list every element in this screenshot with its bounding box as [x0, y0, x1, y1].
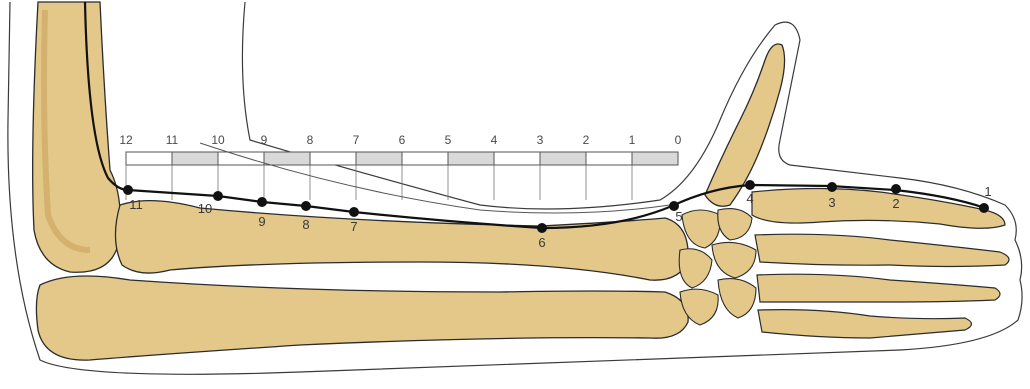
scale-cell: [402, 152, 448, 165]
scale-number: 5: [445, 133, 452, 147]
scale-number: 6: [399, 133, 406, 147]
carpal-bones: [679, 209, 756, 325]
scale-cell: [540, 152, 586, 165]
acupoint-label: 11: [129, 197, 143, 212]
acupoint-marker: [301, 201, 311, 211]
scale-cell: [586, 152, 632, 165]
acupoint-label: 8: [302, 217, 309, 232]
scale-cell: [218, 152, 264, 165]
acupoint-marker: [213, 191, 223, 201]
acupoint-marker: [123, 185, 133, 195]
scale-cell: [310, 152, 356, 165]
scale-number: 2: [583, 133, 590, 147]
acupoint-label: 3: [828, 195, 835, 210]
scale-cell: [632, 152, 678, 165]
finger-bones: [752, 189, 1009, 339]
scale-number: 9: [261, 133, 268, 147]
acupoint-marker: [349, 207, 359, 217]
scale-number: 0: [675, 133, 682, 147]
scale-number: 4: [491, 133, 498, 147]
acupoint-marker: [745, 180, 755, 190]
acupoint-label: 2: [892, 196, 899, 211]
acupoint-marker: [257, 197, 267, 207]
acupoint-label: 6: [538, 235, 545, 250]
scale-number: 7: [353, 133, 360, 147]
acupoint-marker: [827, 182, 837, 192]
scale-number: 3: [537, 133, 544, 147]
scale-cell: [172, 152, 218, 165]
acupoint-marker: [537, 223, 547, 233]
acupoint-label: 10: [198, 201, 212, 216]
scale-number: 12: [119, 133, 133, 147]
acupoint-marker: [891, 184, 901, 194]
scale-number: 11: [166, 133, 179, 147]
acupoint-marker: [979, 203, 989, 213]
scale-number: 1: [629, 133, 636, 147]
scale-cell: [448, 152, 494, 165]
scale-cell: [126, 152, 172, 165]
scale-cell: [356, 152, 402, 165]
scale-number: 10: [211, 133, 225, 147]
acupoint-label: 9: [258, 214, 265, 229]
scale-cell: [264, 152, 310, 165]
acupoint-label: 1: [984, 184, 991, 199]
scale-number: 8: [307, 133, 314, 147]
acupoint-label: 5: [675, 209, 682, 224]
scale-cell: [494, 152, 540, 165]
acupoint-label: 4: [746, 191, 753, 206]
acupoint-label: 7: [350, 219, 357, 234]
ulna-bone: [36, 276, 688, 360]
